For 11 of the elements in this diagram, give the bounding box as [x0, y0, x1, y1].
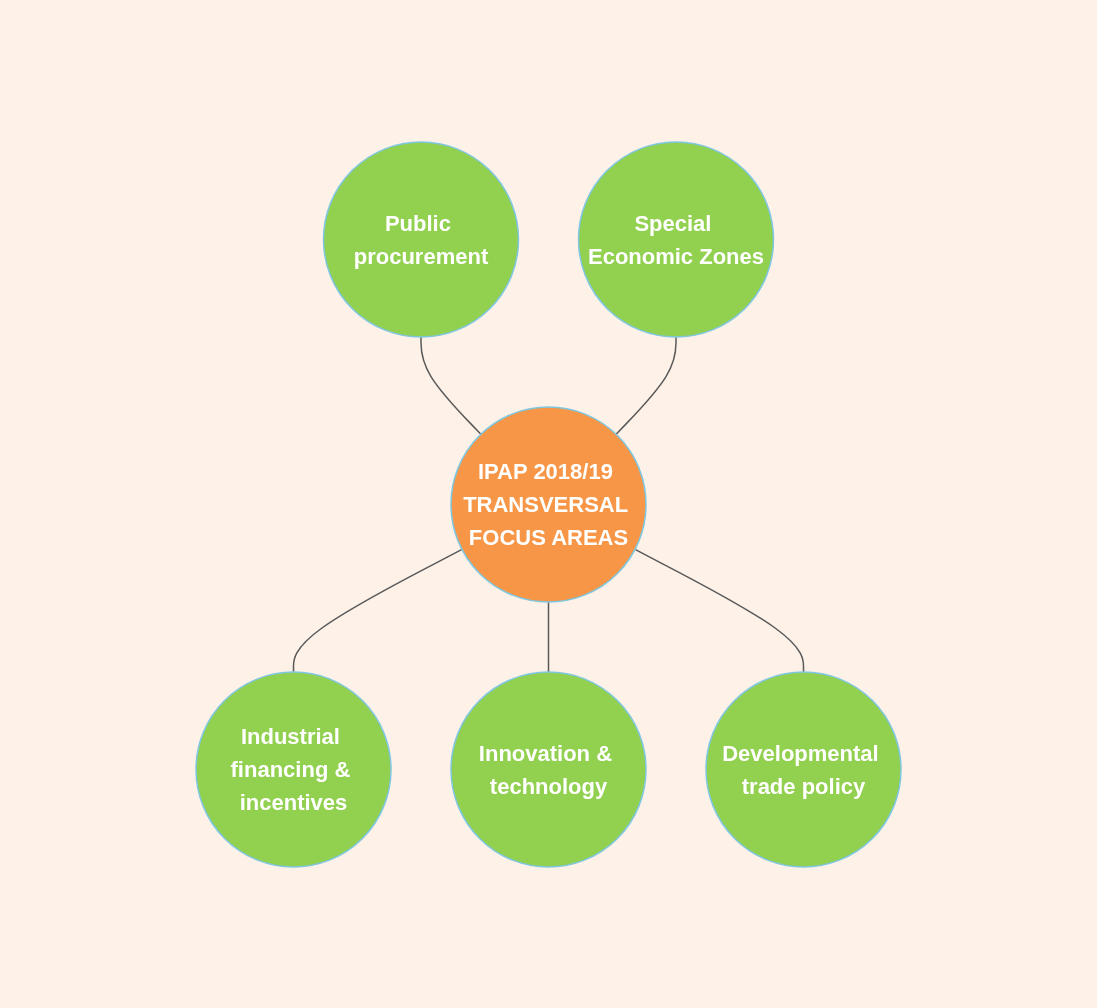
node-circle: Public procurement [322, 140, 520, 338]
node-circle: Special Economic Zones [577, 140, 775, 338]
connector [615, 335, 677, 435]
node-circle: Industrial financing & incentives [195, 670, 392, 868]
connector [547, 600, 550, 673]
node-circle: IPAP 2018/19 TRANSVERSAL FOCUS AREAS [450, 405, 647, 603]
connector [420, 335, 482, 435]
connector [292, 548, 463, 673]
node-circle: Developmental trade policy [705, 670, 902, 868]
node-circle: Innovation & technology [450, 670, 647, 868]
connector [634, 548, 805, 673]
